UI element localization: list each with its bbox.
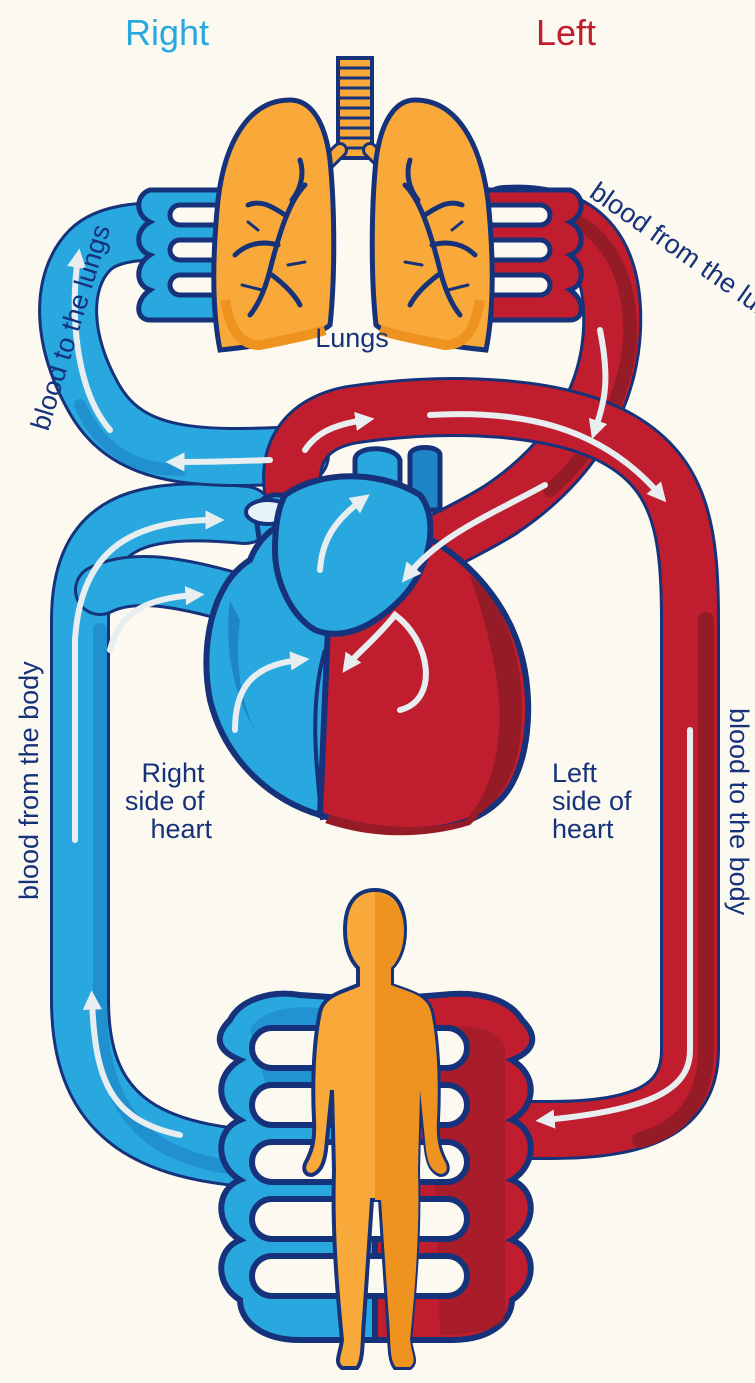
label-blood-from-body: blood from the body: [14, 661, 44, 900]
header-right: Right: [125, 12, 209, 53]
header-left: Left: [536, 12, 596, 53]
lungs-icon: [214, 58, 493, 350]
label-right-side-of-heart: Right side of heart: [125, 758, 213, 844]
lungs-label: Lungs: [315, 323, 389, 353]
label-left-side-of-heart: Left side of heart: [552, 758, 639, 844]
label-blood-to-body: blood to the body: [724, 708, 754, 916]
flow-arrow-icon: [175, 460, 270, 462]
